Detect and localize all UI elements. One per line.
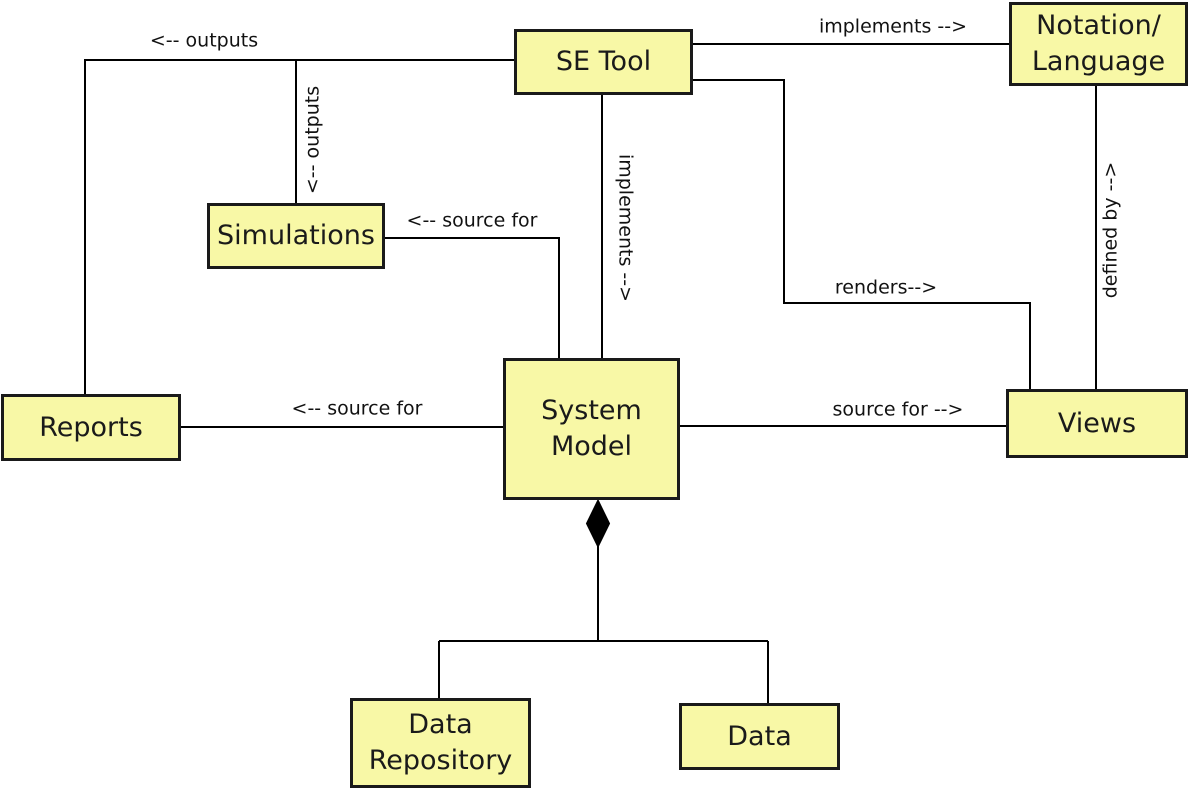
- node-se-tool: SE Tool: [514, 29, 693, 95]
- node-reports: Reports: [1, 394, 181, 461]
- node-data-repository: Data Repository: [350, 698, 531, 788]
- edge-label-implements-system-model: implements -->: [614, 153, 637, 303]
- composition-diamond-icon: [585, 498, 611, 549]
- edge-label-outputs-reports: <-- outputs: [149, 29, 259, 52]
- edge-label-implements-notation: implements -->: [818, 15, 968, 38]
- node-views: Views: [1006, 389, 1188, 458]
- node-simulations: Simulations: [207, 203, 385, 269]
- node-notation-language: Notation/ Language: [1009, 2, 1188, 86]
- edge-system-model-to-simulations: [385, 237, 560, 358]
- edge-se-tool-to-views-renders: [693, 79, 1031, 389]
- edge-label-renders-views: renders-->: [834, 276, 938, 299]
- edge-label-source-for-simulations: <-- source for: [406, 209, 538, 232]
- edge-label-source-for-views: source for -->: [832, 398, 964, 421]
- node-system-model: System Model: [503, 358, 680, 500]
- edge-label-outputs-simulations: <-- outputs: [301, 85, 324, 195]
- edge-label-source-for-reports: <-- source for: [291, 397, 423, 420]
- edge-se-tool-to-reports: [84, 59, 514, 394]
- edge-label-defined-by: defined by -->: [1099, 161, 1122, 299]
- node-data: Data: [679, 703, 840, 770]
